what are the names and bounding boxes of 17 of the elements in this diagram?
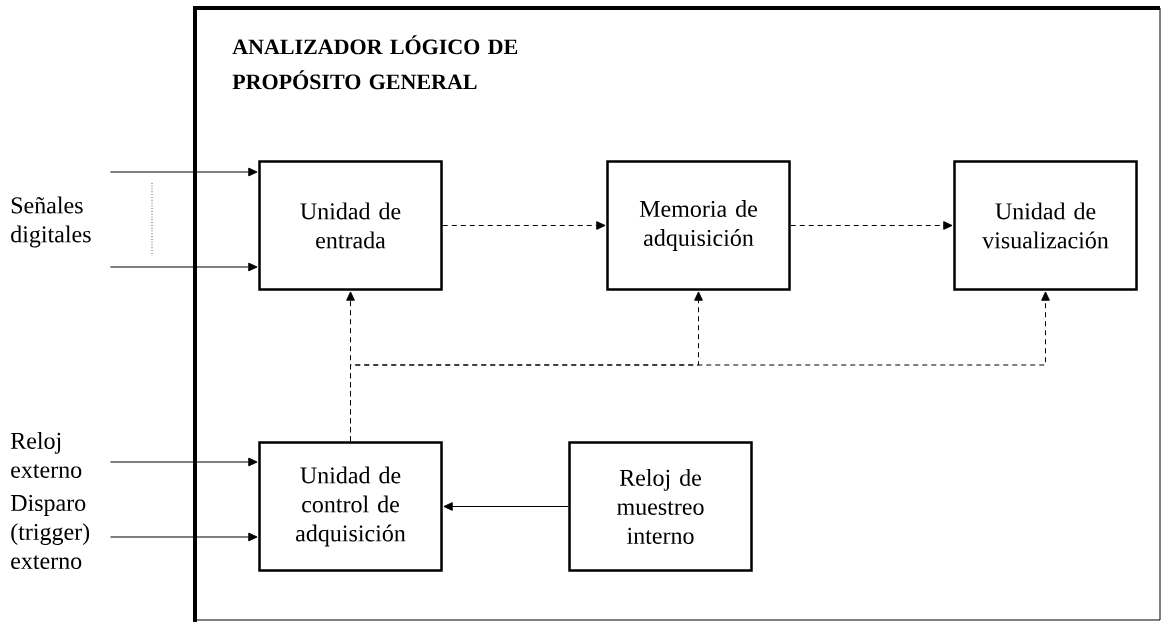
- arrow: [350, 291, 1050, 442]
- arrow: [443, 502, 569, 511]
- arrow: [109, 167, 258, 177]
- arrow: [442, 221, 606, 230]
- signal-label: Disparo (trigger) externo: [10, 494, 90, 570]
- title: ANALIZADOR LÓGICO DE PROPÓSITO GENERAL: [232, 35, 518, 90]
- arrow: [790, 221, 953, 230]
- signal-label: Señales digitales: [11, 196, 91, 248]
- process-box: Unidad de entrada: [258, 160, 443, 291]
- process-box: Memoria de adquisición: [606, 160, 791, 291]
- arrow: [109, 262, 258, 272]
- arrow: [109, 457, 258, 467]
- process-box: Reloj de muestreo interno: [568, 441, 753, 572]
- process-box: Unidad de control de adquisición: [258, 441, 443, 572]
- process-box: Unidad de visualización: [953, 160, 1138, 291]
- signal-label: Reloj externo: [10, 432, 82, 478]
- arrow: [109, 532, 258, 542]
